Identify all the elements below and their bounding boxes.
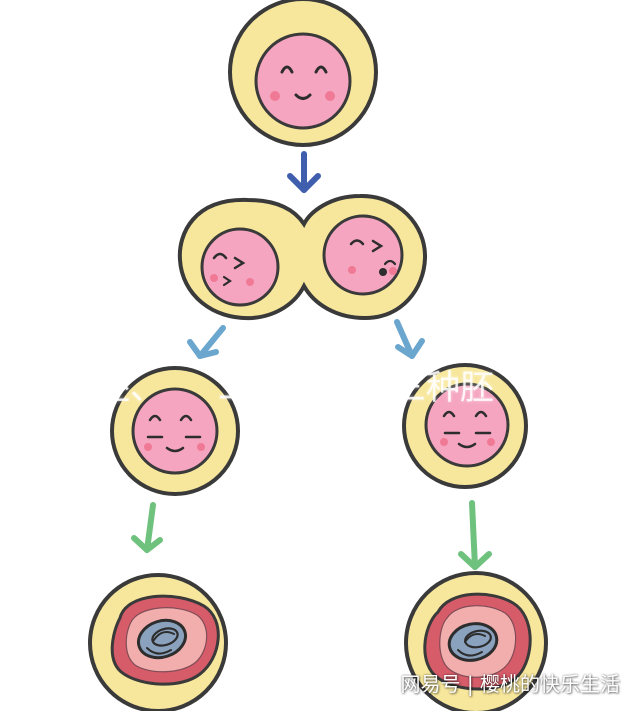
overlay-text-left: 胚、 [96,368,164,408]
zygote-cell-icon [228,0,378,147]
down-arrow-icon [394,319,425,359]
two-cell-embryo-icon [177,193,428,321]
watermark: 网易号 | 樱桃的快乐生活 [400,672,620,696]
single-cell-icon [110,366,240,496]
down-arrow-icon [287,151,321,193]
down-arrow-icon [187,325,226,359]
single-cell-icon [402,363,528,489]
overlay-text-middle: 二 [218,368,252,408]
embryo-with-yolk-sac-icon [88,573,228,711]
down-arrow-icon [458,500,492,570]
overlay-text-right: 三种胚 [392,368,494,408]
embryo-with-yolk-sac-icon [404,571,548,711]
down-arrow-icon [131,502,163,553]
